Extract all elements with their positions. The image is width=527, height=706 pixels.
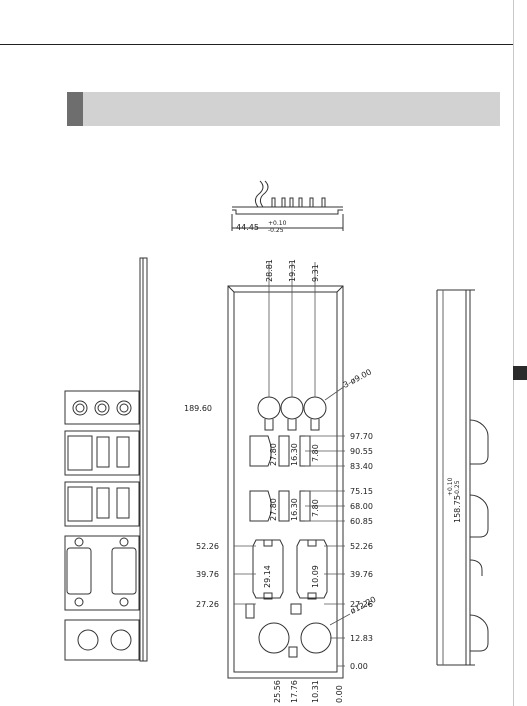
port-left-dim-2: 39.76 (196, 570, 219, 579)
top-tol-plus: +0.10 (268, 220, 287, 227)
usb-lower-dim-1: 27.80 (269, 498, 278, 521)
bottom-dim-1: 25.56 (273, 680, 282, 703)
right-dim-1: 97.70 (350, 432, 373, 441)
right-dim-2: 90.55 (350, 447, 373, 456)
port-left-dim-3: 27.26 (196, 600, 219, 609)
top-view-shield (231, 180, 344, 231)
top-tol-minus: -0.25 (268, 227, 284, 234)
usb-upper-dim-3: 7.80 (311, 444, 320, 462)
top-width-dim: 44.45 (236, 223, 259, 232)
side-tol-plus: +0.10 (447, 477, 454, 496)
ps2-dim: 12.83 (350, 634, 373, 643)
port-right-dim-2: 39.76 (350, 570, 373, 579)
zero-dim: 0.00 (350, 662, 368, 671)
side-tol-minus: -0.25 (454, 480, 461, 496)
port-right-dim-1: 52.26 (350, 542, 373, 551)
ps2-diameter-note: ø12.20 (349, 595, 378, 616)
page-edge-marker (513, 366, 527, 380)
right-dim-5: 68.00 (350, 502, 373, 511)
section-title-bar (67, 92, 500, 126)
port-right-dim-3: 27.26 (350, 600, 373, 609)
usb-upper-dim-1: 27.80 (269, 443, 278, 466)
rear-panel-view (64, 257, 148, 662)
right-dim-6: 60.85 (350, 517, 373, 526)
usb-lower-dim-2: 16.30 (290, 498, 299, 521)
top-dim-3: 9.31 (311, 264, 320, 282)
side-view-shield (436, 289, 489, 666)
bottom-dim-2: 17.76 (290, 680, 299, 703)
bottom-dim-4: 0.00 (335, 685, 344, 703)
usb-lower-dim-3: 7.80 (311, 499, 320, 517)
bottom-dim-3: 10.31 (311, 680, 320, 703)
port-inner-dim-2: 10.09 (311, 565, 320, 588)
right-dim-4: 75.15 (350, 487, 373, 496)
hole-note: 3-ø9.00 (342, 367, 373, 389)
overall-height-dim: 189.60 (184, 404, 212, 413)
top-dim-1: 28.81 (265, 259, 274, 282)
dimension-lines (234, 262, 351, 667)
side-height-dim: 158.75 (453, 495, 462, 523)
port-left-dim-1: 52.26 (196, 542, 219, 551)
top-dim-2: 19.31 (288, 259, 297, 282)
port-inner-dim-1: 29.14 (263, 565, 272, 588)
page-edge-line (513, 0, 514, 706)
usb-upper-dim-2: 16.30 (290, 443, 299, 466)
header-rule (0, 44, 513, 45)
section-title-tab (67, 92, 83, 126)
right-dim-3: 83.40 (350, 462, 373, 471)
front-view-shield (227, 285, 344, 679)
